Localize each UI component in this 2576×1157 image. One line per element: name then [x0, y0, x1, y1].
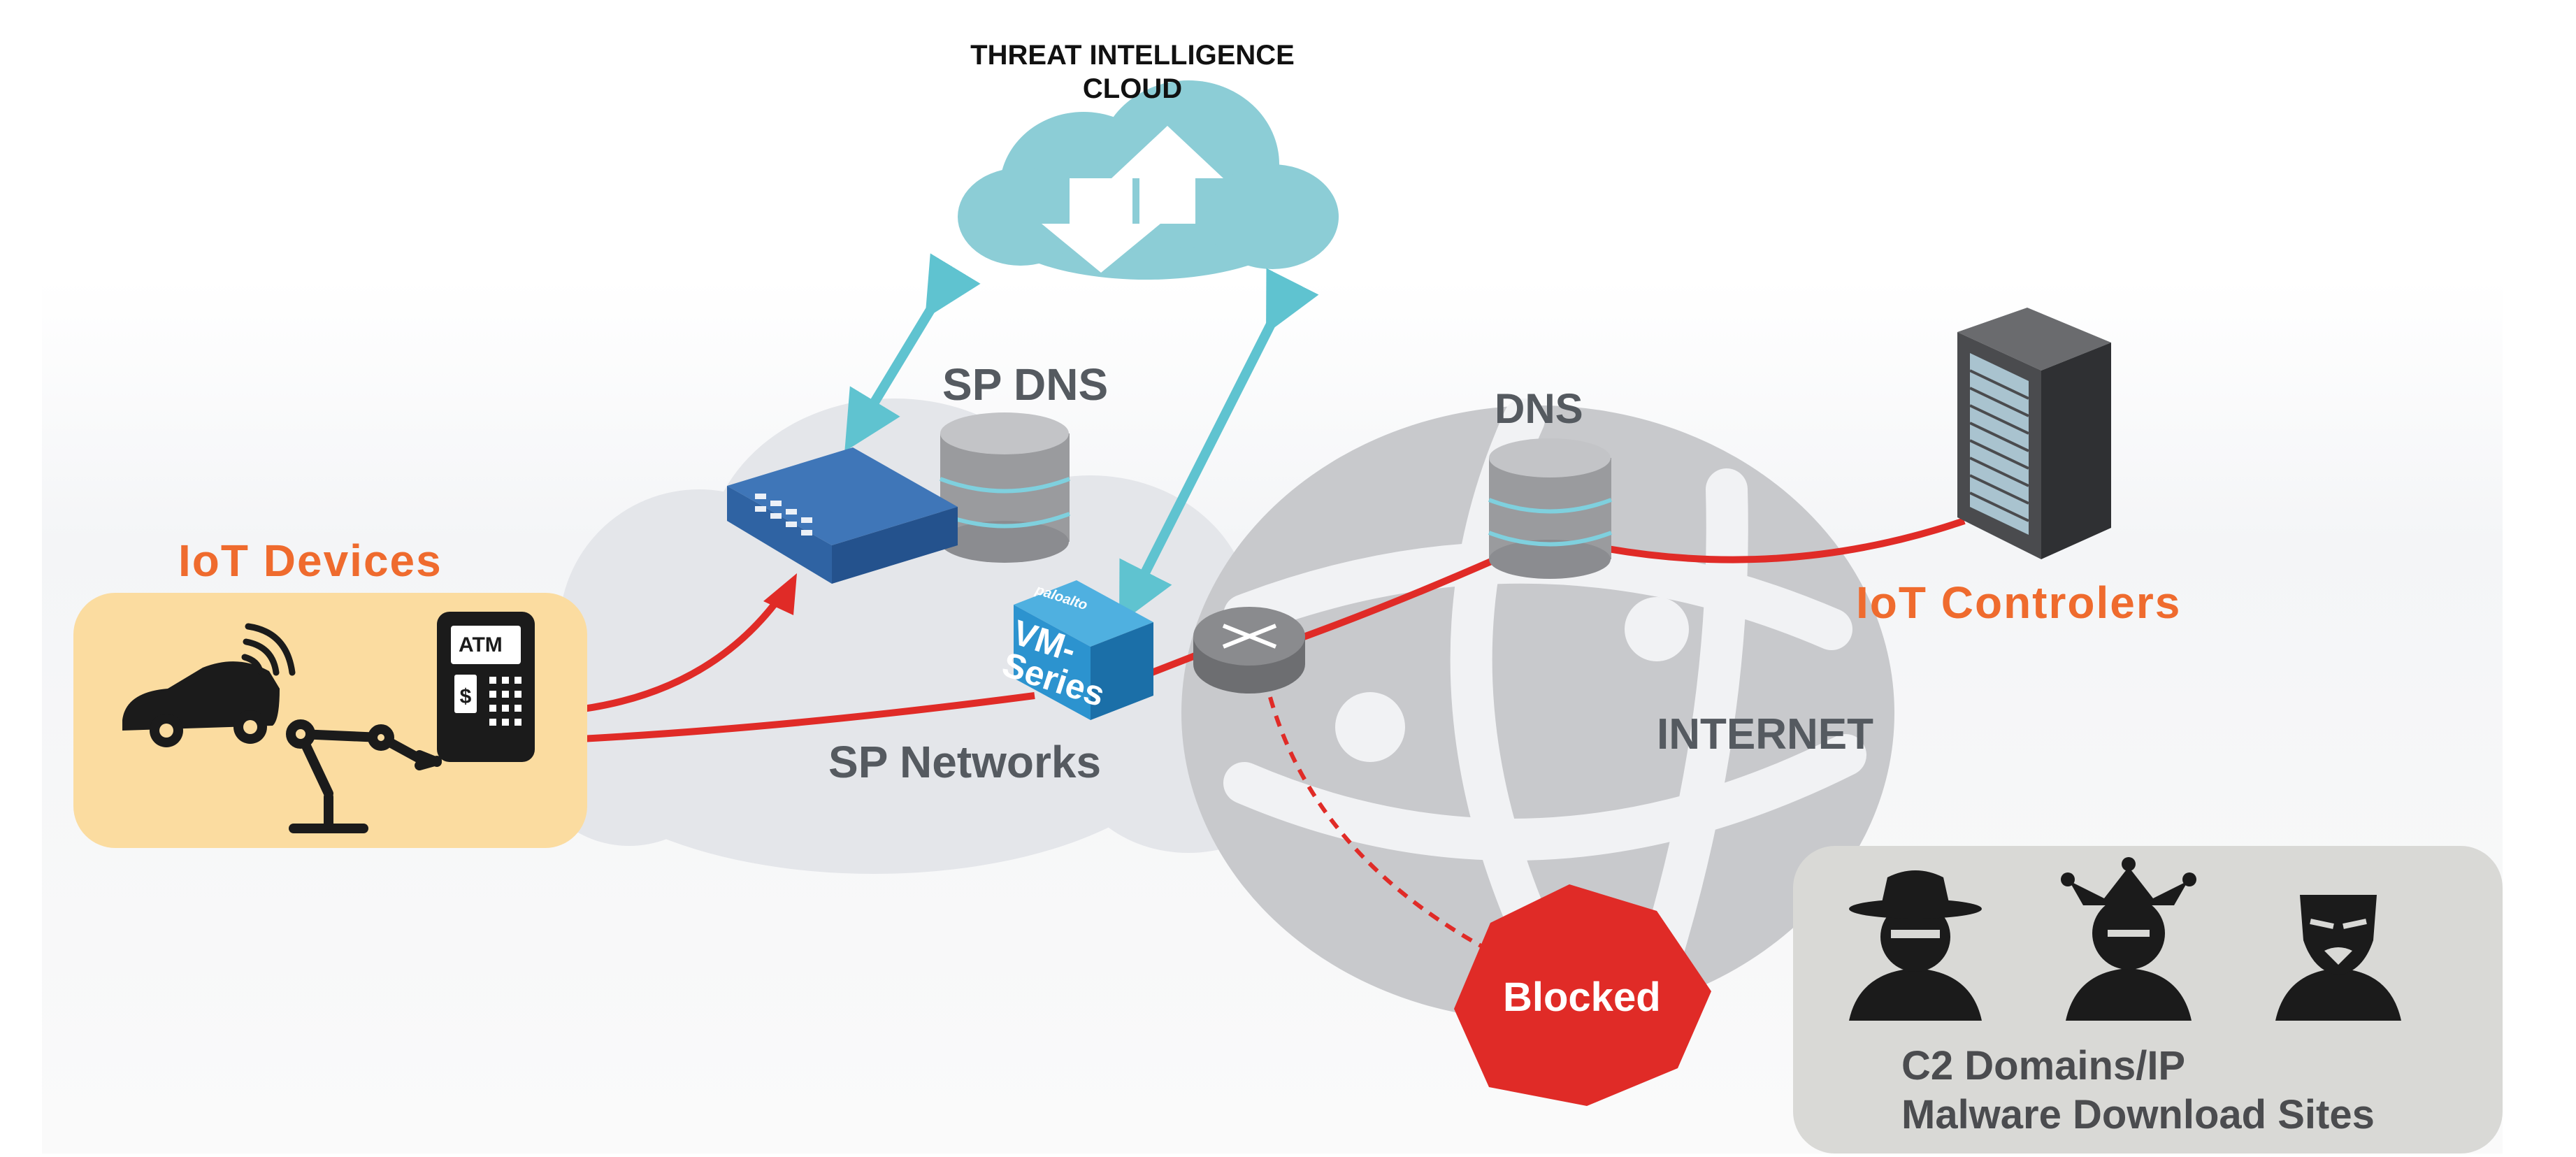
sp-dns-label: SP DNS: [942, 359, 1109, 410]
threat-sites-label: C2 Domains/IP Malware Download Sites: [1901, 1042, 2375, 1140]
iot-to-vm-line: [538, 692, 1035, 745]
network-switch-icon: [727, 447, 958, 584]
atm-dollar-sign: $: [460, 685, 472, 708]
iot-to-switch-arrowhead: [763, 573, 797, 615]
masked-threat-icon: [2275, 895, 2401, 1021]
spy-threat-icon: [1849, 870, 1982, 1021]
router-to-blocked-dashed-line: [1263, 677, 1511, 963]
threat-intelligence-cloud-icon: [958, 80, 1339, 280]
blocked-octagon: [1454, 884, 1711, 1106]
sp-networks-label: SP Networks: [828, 737, 1102, 787]
atm-icon: $: [437, 612, 535, 762]
wifi-signal-icon: [241, 623, 296, 676]
router-icon: [1193, 607, 1305, 694]
jester-threat-icon: [2061, 857, 2196, 1021]
threat-line-2: Malware Download Sites: [1901, 1092, 2375, 1137]
diagram-title: THREAT INTELLIGENCE CLOUD: [867, 38, 1398, 106]
title-line-2: CLOUD: [1082, 73, 1183, 104]
dns-to-controllers-line: [1607, 517, 1966, 563]
threat-line-1: C2 Domains/IP: [1901, 1043, 2186, 1088]
title-line-1: THREAT INTELLIGENCE: [970, 40, 1295, 71]
sp-dns-database-icon: [939, 412, 1071, 563]
cloud-to-switch-arrow: [844, 253, 981, 452]
iot-controllers-label: IoT Controlers: [1856, 577, 2182, 628]
internet-label: INTERNET: [1657, 710, 1873, 759]
iot-devices-label: IoT Devices: [178, 536, 442, 586]
dns-label: DNS: [1495, 385, 1583, 432]
atm-label: ATM: [459, 633, 503, 656]
iot-controller-server-icon: [1957, 308, 2111, 559]
cloud-to-vm-arrow: [1119, 268, 1319, 624]
blocked-label: Blocked: [1503, 975, 1661, 1020]
vm-series-firewall-icon: [1014, 580, 1153, 720]
car-icon: [122, 661, 280, 747]
router-to-dns-line: [1285, 556, 1498, 647]
robot-arm-icon: [286, 719, 442, 833]
dns-database-icon: [1488, 438, 1613, 579]
